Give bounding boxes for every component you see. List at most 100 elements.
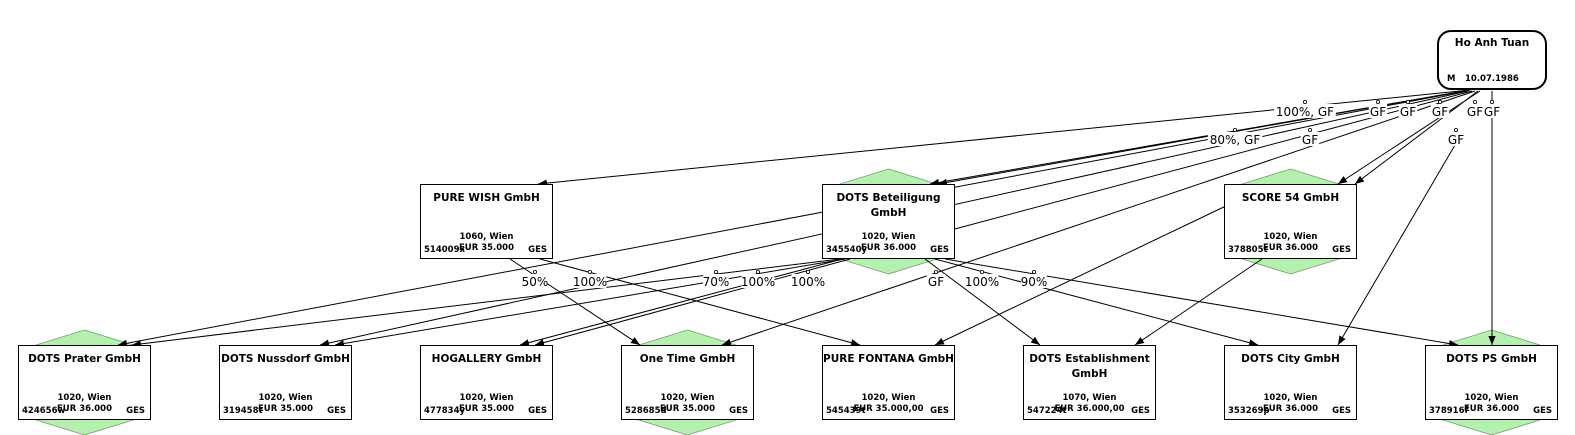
edge-label-anchor xyxy=(714,269,719,274)
edge-label: 80%, GF xyxy=(1210,133,1261,147)
edge-label-background xyxy=(965,274,999,288)
company-type: GES xyxy=(528,406,547,416)
edge-label: GF xyxy=(1400,105,1416,119)
edge-person-to-dots_beteiligung xyxy=(937,89,1471,186)
edge-label-anchor xyxy=(588,269,593,274)
company-type: GES xyxy=(1332,245,1351,255)
company-type: GES xyxy=(1332,406,1351,416)
edge-dots_beteiligung-to-dots_prater xyxy=(131,258,841,348)
person-node[interactable]: Ho Anh Tuan M 10.07.1986 xyxy=(1437,30,1547,90)
edge-person-to-dots_city xyxy=(1337,144,1456,346)
edge-dots_beteiligung-to-dots_city xyxy=(934,258,1259,347)
edge-label: GF xyxy=(1432,105,1448,119)
company-type: GES xyxy=(327,406,346,416)
company-capital: EUR 35.000,00 xyxy=(853,404,924,414)
edge-label-background xyxy=(1430,104,1450,118)
company-name: DOTS Nussdorf GmbH xyxy=(221,353,350,365)
company-address: 1020, Wien xyxy=(258,393,313,403)
company-capital: EUR 35.000 xyxy=(458,404,514,414)
company-address: 1020, Wien xyxy=(57,393,112,403)
company-register: 477834y xyxy=(424,406,466,416)
edge-label: 100% xyxy=(791,275,825,289)
edge-label: 100%, GF xyxy=(1276,105,1334,119)
edge-label-background xyxy=(1274,104,1336,118)
edge-label-anchor xyxy=(934,269,939,274)
edge-label: 70% xyxy=(703,275,730,289)
company-name: HOGALLERY GmbH xyxy=(431,353,542,365)
edge-label: GF xyxy=(1484,105,1500,119)
edge-label-background xyxy=(1021,274,1047,288)
company-address: 1020, Wien xyxy=(1263,393,1318,403)
edge-label-anchor xyxy=(806,269,811,274)
edge-label-background xyxy=(703,274,729,288)
edge-label-background xyxy=(791,274,825,288)
edge-label-anchor xyxy=(756,269,761,274)
edge-label-background xyxy=(926,274,946,288)
edge-dots_beteiligung-to-hogallery xyxy=(534,258,851,347)
edge-label: GF xyxy=(1302,133,1318,147)
edge-pure_wish-to-pure_fontana xyxy=(539,258,861,347)
edge-label: 100% xyxy=(741,275,775,289)
company-address: 1020, Wien xyxy=(459,393,514,403)
company-capital: EUR 35.000 xyxy=(257,404,313,414)
company-name: One Time GmbH xyxy=(639,353,736,365)
company-name: DOTS Prater GmbH xyxy=(28,353,141,365)
company-name: PURE FONTANA GmbH xyxy=(823,353,954,365)
edge-person-to-score54 xyxy=(1337,90,1481,185)
edge-label-background xyxy=(1465,104,1485,118)
edge-label-background xyxy=(1207,132,1263,146)
company-address: 1020, Wien xyxy=(1464,393,1519,403)
person-gender: M xyxy=(1447,74,1456,84)
company-name: DOTS PS GmbH xyxy=(1446,353,1537,365)
company-address: 1020, Wien xyxy=(660,393,715,403)
company-name: PURE WISH GmbH xyxy=(433,192,540,204)
company-name: DOTS Beteiligung GmbH xyxy=(836,192,941,219)
edge-label-anchor xyxy=(1233,127,1238,132)
edge-label: 100% xyxy=(573,275,607,289)
edge-label: GF xyxy=(928,275,944,289)
edge-label-background xyxy=(741,274,775,288)
company-register: 345540y xyxy=(826,245,868,255)
edge-person-to-one_time xyxy=(721,90,1476,346)
company-register: 545439t xyxy=(826,406,866,416)
person-birthdate: 10.07.1986 xyxy=(1465,74,1519,84)
edge-label-background xyxy=(1300,132,1320,146)
edge-label: GF xyxy=(1467,105,1483,119)
edge-person-to-score54 xyxy=(1354,90,1479,185)
company-register: 319458t xyxy=(223,406,263,416)
company-capital: EUR 36.000 xyxy=(1262,404,1318,414)
edge-label: 50% xyxy=(522,275,549,289)
company-address: 1020, Wien xyxy=(1263,232,1318,242)
company-type: GES xyxy=(1533,406,1552,416)
company-register: 378805t xyxy=(1228,245,1268,255)
edge-label-anchor xyxy=(1490,100,1495,105)
edge-dots_beteiligung-to-dots_ps xyxy=(944,258,1459,348)
company-name: SCORE 54 GmbH xyxy=(1241,192,1340,204)
edge-label-anchor xyxy=(1308,127,1313,132)
company-address: 1020, Wien xyxy=(861,393,916,403)
company-register: 424656w xyxy=(22,406,66,416)
company-type: GES xyxy=(528,245,547,255)
company-capital: EUR 36.000 xyxy=(1463,404,1519,414)
company-capital: EUR 36.000 xyxy=(56,404,112,414)
company-register: 528685d xyxy=(625,406,667,416)
company-capital: EUR 36.000,00 xyxy=(1054,404,1125,414)
edge-label-anchor xyxy=(533,269,538,274)
company-type: GES xyxy=(126,406,145,416)
edge-dots_beteiligung-to-dots_establishment xyxy=(924,258,1041,346)
edge-label-anchor xyxy=(1376,100,1381,105)
edge-label-background xyxy=(1368,104,1388,118)
company-register: 353269p xyxy=(1228,406,1270,416)
company-address: 1060, Wien xyxy=(459,232,514,242)
